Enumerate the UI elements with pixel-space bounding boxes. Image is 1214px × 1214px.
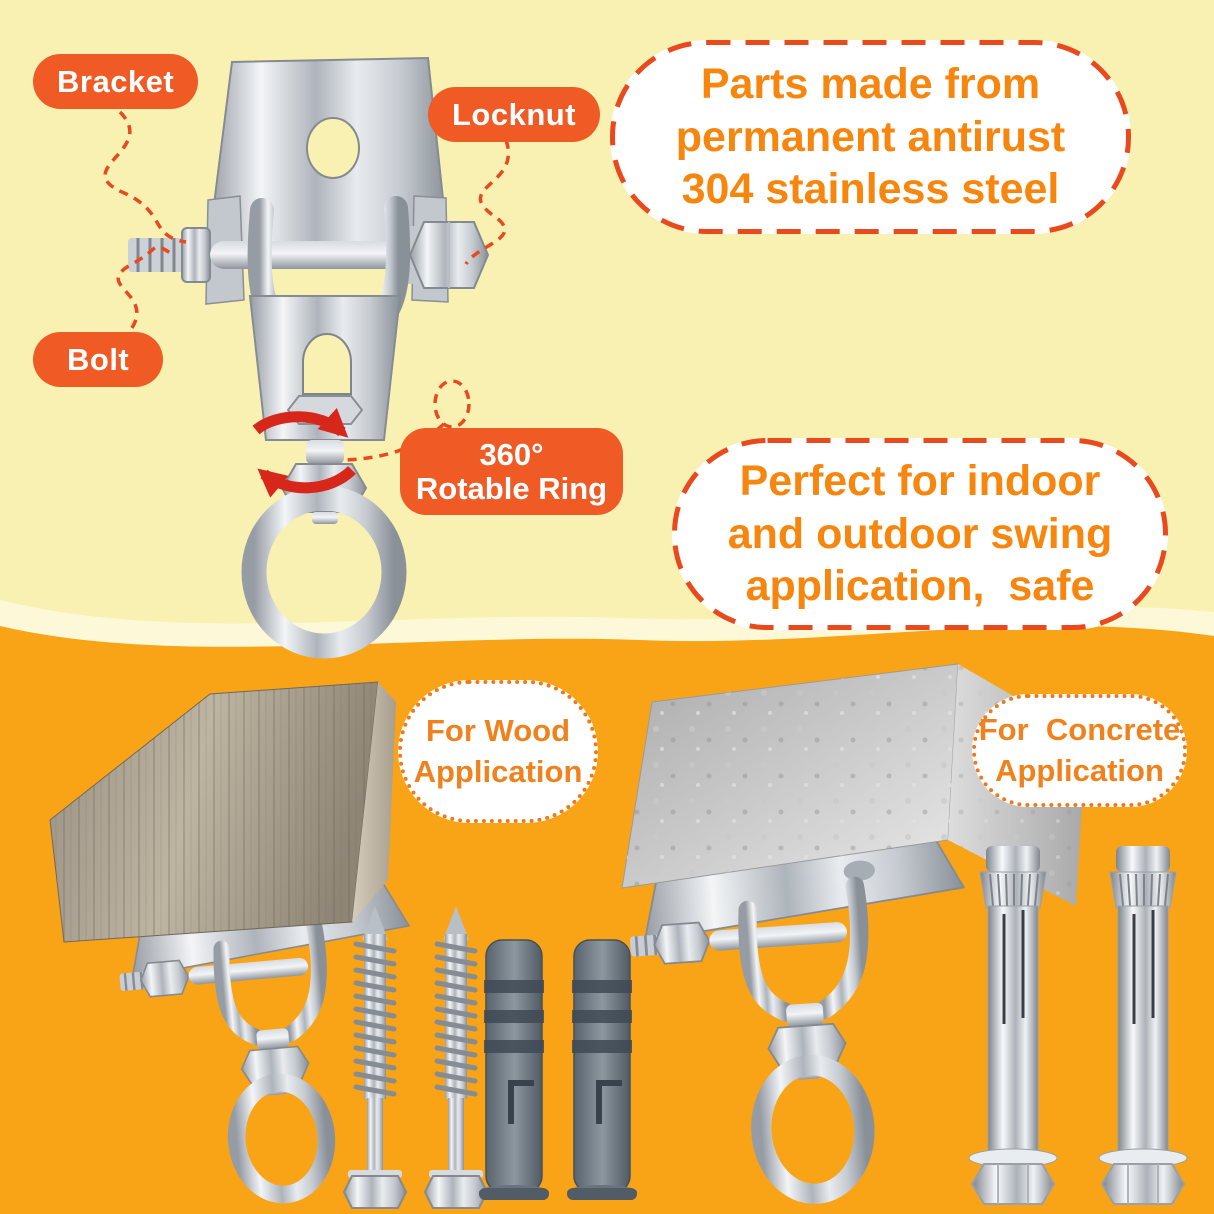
- rotable-ring-line2: Rotable Ring: [415, 471, 608, 506]
- locknut-label-text: Locknut: [452, 97, 577, 132]
- dashed-border: [610, 40, 1131, 234]
- wood-application-label: For Wood Application: [398, 680, 598, 823]
- material-line2: permanent antirust: [675, 112, 1066, 161]
- wood-application-line1: For Wood: [425, 712, 571, 748]
- bolt-label: Bolt: [33, 332, 164, 387]
- wall-anchor-1: [478, 939, 550, 1201]
- material-line3: 304 stainless steel: [681, 165, 1060, 214]
- bracket-connector: [103, 110, 187, 244]
- usage-line1: Perfect for indoor: [739, 457, 1101, 506]
- rotable-ring-label: 360° Rotable Ring: [400, 428, 623, 515]
- rotable-connector: [345, 422, 446, 462]
- rotable-ring-line1: 360°: [479, 437, 544, 472]
- locknut-connector: [464, 139, 510, 266]
- bolt-label-text: Bolt: [67, 342, 130, 377]
- usage-line3: application, safe: [745, 562, 1095, 611]
- locknut-label: Locknut: [428, 87, 601, 142]
- rotation-arrows-icon: [252, 407, 356, 498]
- swing-hanger-illustration: [128, 56, 490, 659]
- bracket-label-text: Bracket: [57, 64, 175, 99]
- dashed-border: [672, 438, 1168, 630]
- rotable-connector-loop: [433, 379, 471, 429]
- bracket-label: Bracket: [33, 54, 199, 109]
- concrete-application-line1: For Concrete: [978, 711, 1181, 747]
- bolt-threads: [128, 238, 184, 272]
- swivel-d-ring: [241, 485, 407, 659]
- material-feature-bubble: Parts made from permanent antirust 304 s…: [610, 40, 1131, 234]
- usage-line2: and outdoor swing: [727, 509, 1113, 558]
- wood-application-line2: Application: [413, 753, 583, 789]
- mount-hole: [306, 117, 360, 179]
- concrete-application-line2: Application: [995, 752, 1164, 788]
- bolt-connector: [116, 245, 173, 329]
- usage-feature-bubble: Perfect for indoor and outdoor swing app…: [672, 438, 1168, 630]
- material-line1: Parts made from: [700, 60, 1041, 109]
- wood-block: [49, 681, 396, 943]
- wall-anchor-2: [566, 939, 638, 1201]
- concrete-application-label: For Concrete Application: [972, 694, 1187, 807]
- label-connector-squiggles: [103, 110, 510, 462]
